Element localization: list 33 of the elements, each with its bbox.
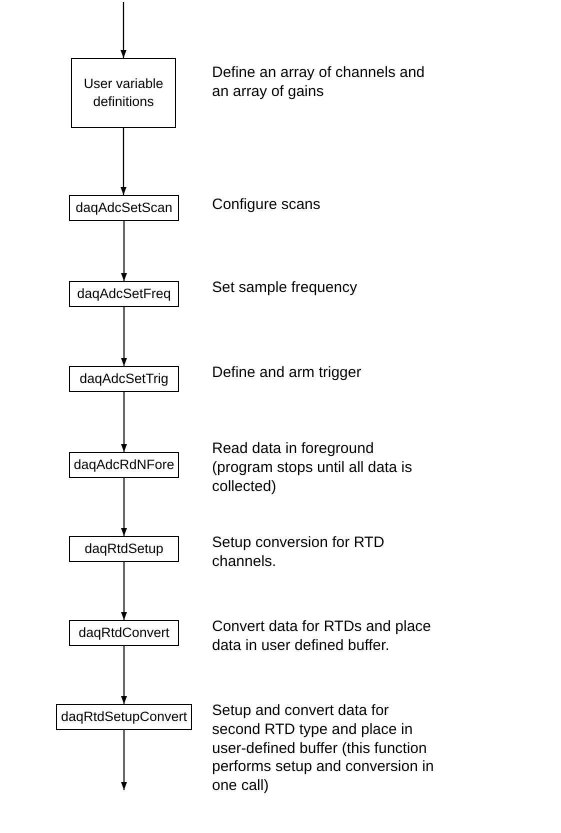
- function-name: daqRtdSetupConvert: [60, 708, 188, 726]
- process-box: [69, 195, 179, 221]
- function-name: daqAdcSetScan: [76, 199, 172, 217]
- step-description: Define and arm trigger: [212, 364, 362, 383]
- function-name: daqAdcSetTrig: [80, 370, 168, 388]
- function-name: User variable definitions: [82, 75, 164, 111]
- arrow: [121, 478, 127, 536]
- arrow: [120, 2, 126, 58]
- process-box: [69, 281, 179, 307]
- step-description: Setup conversion for RTD channels.: [212, 534, 386, 572]
- step-description: Set sample frequency: [212, 279, 358, 298]
- process-box: [69, 366, 179, 392]
- step-description: Setup and convert data for second RTD type and place in user-defined buffer (this function performs setup and conversion in one call): [212, 702, 435, 796]
- process-box: [71, 58, 176, 128]
- step-description: Define an array of channels and an array of gains: [212, 64, 426, 102]
- arrow: [121, 646, 127, 704]
- process-box: [56, 704, 192, 730]
- function-name: daqRtdConvert: [78, 624, 170, 642]
- arrow: [121, 221, 127, 281]
- function-name: daqAdcRdNFore: [74, 456, 174, 474]
- function-name: daqRtdSetup: [84, 540, 164, 558]
- arrow: [121, 730, 127, 790]
- function-name: daqAdcSetFreq: [77, 285, 171, 303]
- step-description: Convert data for RTDs and place data in user defined buffer.: [212, 618, 432, 656]
- step-description: Configure scans: [212, 196, 322, 215]
- arrow: [120, 128, 126, 195]
- arrow: [121, 562, 127, 620]
- process-box: [69, 620, 179, 646]
- process-box: [69, 536, 179, 562]
- arrow: [121, 307, 127, 366]
- arrow: [121, 392, 127, 452]
- process-box: [69, 452, 179, 478]
- step-description: Read data in foreground (program stops until all data is collected): [212, 440, 414, 496]
